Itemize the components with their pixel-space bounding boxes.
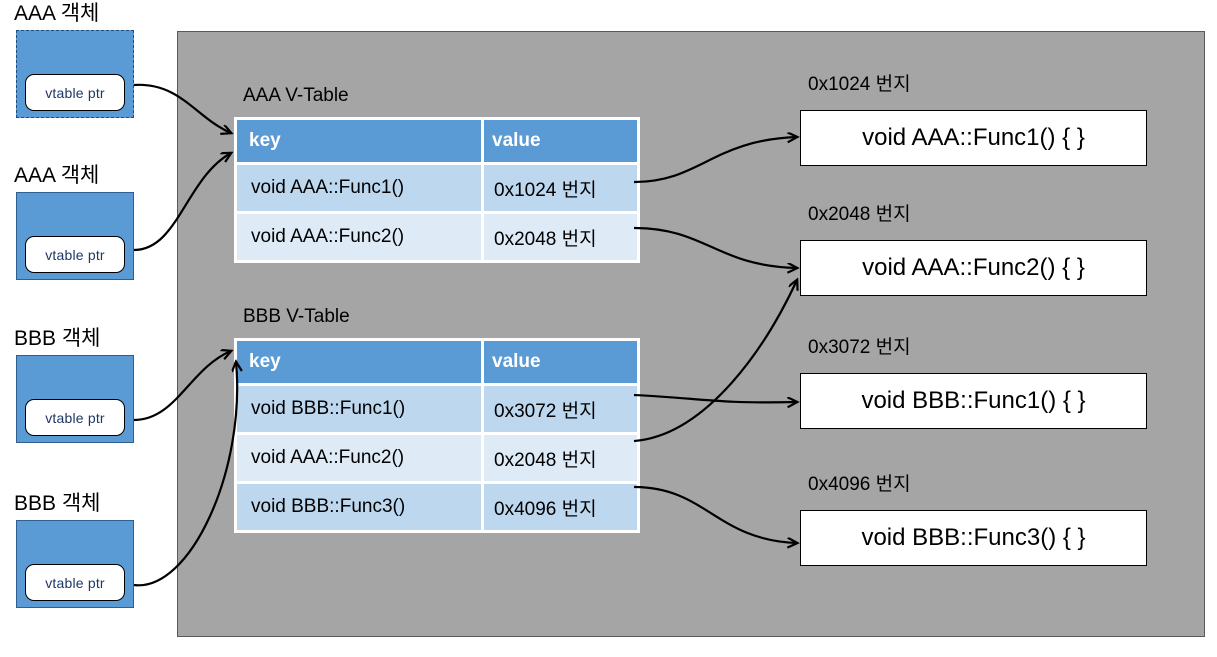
- vtable-aaa: key value void AAA::Func1() 0x1024 번지 vo…: [234, 117, 640, 263]
- address-label-0x2048: 0x2048 번지: [808, 204, 911, 225]
- vtable-aaa-row0-key: void AAA::Func1(): [237, 165, 481, 211]
- vtable-aaa-row1-key: void AAA::Func2(): [237, 214, 481, 260]
- vtable-caption-aaa: AAA V-Table: [243, 85, 349, 106]
- vtable-ptr-slot-aaa-2: vtable ptr: [25, 236, 125, 273]
- vtable-aaa-header-row: key value: [237, 120, 637, 162]
- vtable-aaa-row0-value: 0x1024 번지: [481, 165, 637, 211]
- vtable-bbb: key value void BBB::Func1() 0x3072 번지 vo…: [234, 338, 640, 533]
- vtable-ptr-slot-bbb-1: vtable ptr: [25, 399, 125, 436]
- object-box-bbb-1: vtable ptr: [16, 355, 134, 443]
- vtable-bbb-row0-value: 0x3072 번지: [481, 386, 637, 432]
- object-title-bbb-1: BBB 객체: [14, 327, 101, 350]
- vtable-bbb-row1-key: void AAA::Func2(): [237, 435, 481, 481]
- vtable-caption-bbb: BBB V-Table: [243, 306, 350, 327]
- object-box-bbb-2: vtable ptr: [16, 520, 134, 608]
- vtable-bbb-row2-value: 0x4096 번지: [481, 484, 637, 530]
- table-row: void AAA::Func2() 0x2048 번지: [237, 211, 637, 260]
- vtable-bbb-row1-value: 0x2048 번지: [481, 435, 637, 481]
- table-row: void BBB::Func1() 0x3072 번지: [237, 383, 637, 432]
- table-row: void BBB::Func3() 0x4096 번지: [237, 481, 637, 530]
- function-box-aaa-func1: void AAA::Func1() { }: [800, 110, 1147, 166]
- vtable-bbb-header-value: value: [481, 341, 637, 383]
- vtable-aaa-header-value: value: [481, 120, 637, 162]
- function-box-bbb-func3: void BBB::Func3() { }: [800, 510, 1147, 566]
- object-title-aaa-1: AAA 객체: [14, 2, 100, 25]
- vtable-bbb-header-row: key value: [237, 341, 637, 383]
- vtable-aaa-header-key: key: [237, 120, 481, 162]
- vtable-ptr-slot-bbb-2: vtable ptr: [25, 564, 125, 601]
- function-box-aaa-func2: void AAA::Func2() { }: [800, 240, 1147, 296]
- vtable-aaa-row1-value: 0x2048 번지: [481, 214, 637, 260]
- vtable-bbb-row0-key: void BBB::Func1(): [237, 386, 481, 432]
- table-row: void AAA::Func2() 0x2048 번지: [237, 432, 637, 481]
- address-label-0x4096: 0x4096 번지: [808, 474, 911, 495]
- table-row: void AAA::Func1() 0x1024 번지: [237, 162, 637, 211]
- address-label-0x1024: 0x1024 번지: [808, 74, 911, 95]
- object-box-aaa-2: vtable ptr: [16, 192, 134, 280]
- vtable-bbb-row2-key: void BBB::Func3(): [237, 484, 481, 530]
- vtable-bbb-header-key: key: [237, 341, 481, 383]
- address-label-0x3072: 0x3072 번지: [808, 337, 911, 358]
- function-box-bbb-func1: void BBB::Func1() { }: [800, 373, 1147, 429]
- object-title-aaa-2: AAA 객체: [14, 164, 100, 187]
- object-box-aaa-1: vtable ptr: [16, 30, 134, 118]
- vtable-ptr-slot-aaa-1: vtable ptr: [25, 74, 125, 111]
- object-title-bbb-2: BBB 객체: [14, 492, 101, 515]
